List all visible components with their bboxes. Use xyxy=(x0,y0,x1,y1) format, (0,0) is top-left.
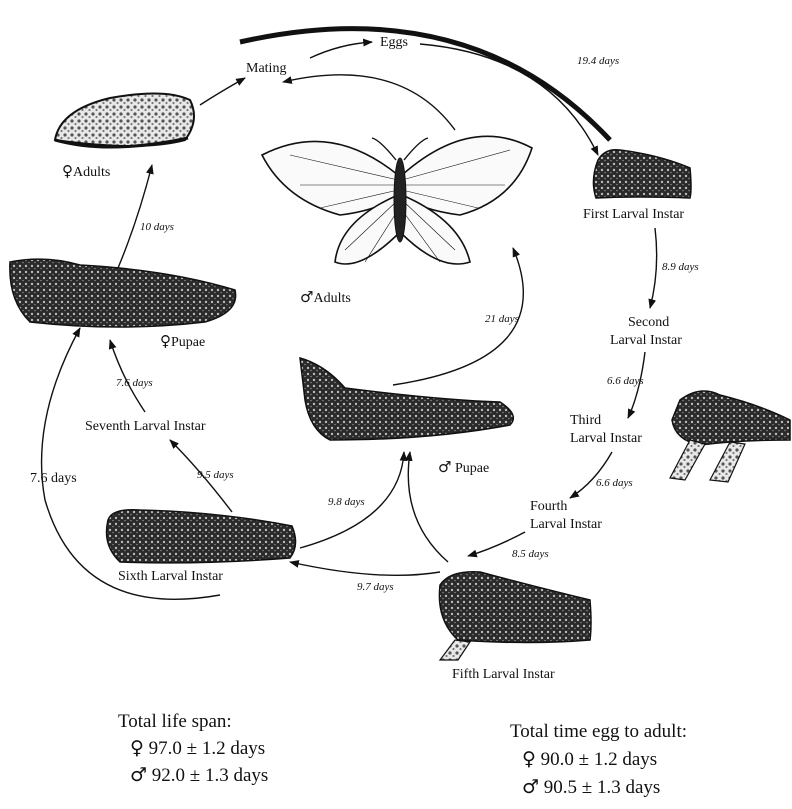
female-symbol-icon: ♀ xyxy=(62,162,73,180)
egg-to-adult-male-value: 90.5 ± 1.3 days xyxy=(544,777,661,798)
duration-third-to-fourth: 6.6 days xyxy=(596,478,633,489)
male-symbol-icon: ♂ xyxy=(130,764,147,786)
label-sixth-instar: Sixth Larval Instar xyxy=(118,570,223,584)
life-span-female-value: 97.0 ± 1.2 days xyxy=(149,738,266,759)
label-male-adults: ♂Adults xyxy=(300,290,351,306)
duration-eggs-to-first: 19.4 days xyxy=(577,56,619,67)
arrow-first-to-second xyxy=(650,228,657,308)
label-third-instar-line1: Third xyxy=(570,414,601,428)
duration-male-pupae-to-adults: 21 days xyxy=(485,314,519,325)
label-female-adults: ♀Adults xyxy=(62,164,110,180)
arrow-seventh-to-female-pupae xyxy=(110,340,145,412)
fifth-instar-illustration xyxy=(439,572,591,660)
egg-to-adult-female: ♀ 90.0 ± 1.2 days xyxy=(522,750,657,769)
duration-first-to-second: 8.9 days xyxy=(662,262,699,273)
label-female-adults-text: Adults xyxy=(73,165,110,180)
life-span-male: ♂ 92.0 ± 1.3 days xyxy=(130,766,268,785)
label-male-pupae-text: Pupae xyxy=(455,461,489,476)
male-symbol-icon: ♂ xyxy=(300,288,313,306)
label-seventh-instar: Seventh Larval Instar xyxy=(85,420,206,434)
male-pupae-illustration xyxy=(300,358,513,440)
duration-female-pupae-to-adults: 10 days xyxy=(140,222,174,233)
life-span-female: ♀ 97.0 ± 1.2 days xyxy=(130,739,265,758)
male-symbol-icon: ♂ xyxy=(522,776,539,798)
male-symbol-icon: ♂ xyxy=(438,458,451,476)
duration-sixth-to-seventh: 9.5 days xyxy=(197,470,234,481)
female-symbol-icon: ♀ xyxy=(160,332,171,350)
third-instar-illustration xyxy=(670,391,790,482)
label-second-instar-line1: Second xyxy=(628,316,669,330)
egg-to-adult-title: Total time egg to adult: xyxy=(510,722,687,741)
label-third-instar-line2: Larval Instar xyxy=(570,432,642,446)
label-fourth-instar-line1: Fourth xyxy=(530,500,567,514)
arrow-female-adults-to-mating xyxy=(200,78,245,105)
sixth-instar-illustration xyxy=(107,510,296,563)
label-first-instar: First Larval Instar xyxy=(583,208,684,222)
life-span-male-value: 92.0 ± 1.3 days xyxy=(152,765,269,786)
label-mating: Mating xyxy=(246,62,286,76)
label-female-pupae: ♀Pupae xyxy=(160,334,205,350)
life-span-title: Total life span: xyxy=(118,712,232,731)
egg-to-adult-female-value: 90.0 ± 1.2 days xyxy=(541,749,658,770)
female-symbol-icon: ♀ xyxy=(522,748,536,770)
arrow-male-adults-to-mating xyxy=(283,75,455,130)
outer-arc xyxy=(240,29,610,140)
arrow-female-pupae-to-adults xyxy=(118,165,152,268)
female-symbol-icon: ♀ xyxy=(130,737,144,759)
duration-seventh-to-female-pupae: 7.6 days xyxy=(116,378,153,389)
duration-sixth-to-female-pupae: 7.6 days xyxy=(30,472,77,486)
duration-fourth-to-fifth: 8.5 days xyxy=(512,549,549,560)
butterfly-illustration xyxy=(262,136,532,264)
duration-sixth-to-male-pupae: 9.8 days xyxy=(328,497,365,508)
female-adult-illustration xyxy=(55,93,194,147)
arrow-third-to-fourth xyxy=(570,452,612,498)
first-instar-illustration xyxy=(593,150,691,198)
label-second-instar-line2: Larval Instar xyxy=(610,334,682,348)
female-pupae-illustration xyxy=(10,259,236,327)
label-fourth-instar-line2: Larval Instar xyxy=(530,518,602,532)
arrow-mating-to-eggs xyxy=(310,42,372,58)
arrow-fifth-to-sixth xyxy=(290,562,440,575)
duration-fifth-to-sixth: 9.7 days xyxy=(357,582,394,593)
duration-second-to-third: 6.6 days xyxy=(607,376,644,387)
label-male-adults-text: Adults xyxy=(313,291,350,306)
label-eggs: Eggs xyxy=(380,36,408,50)
label-fifth-instar: Fifth Larval Instar xyxy=(452,668,555,682)
label-female-pupae-text: Pupae xyxy=(171,335,205,350)
egg-to-adult-male: ♂ 90.5 ± 1.3 days xyxy=(522,778,660,797)
label-male-pupae: ♂ Pupae xyxy=(438,460,489,476)
